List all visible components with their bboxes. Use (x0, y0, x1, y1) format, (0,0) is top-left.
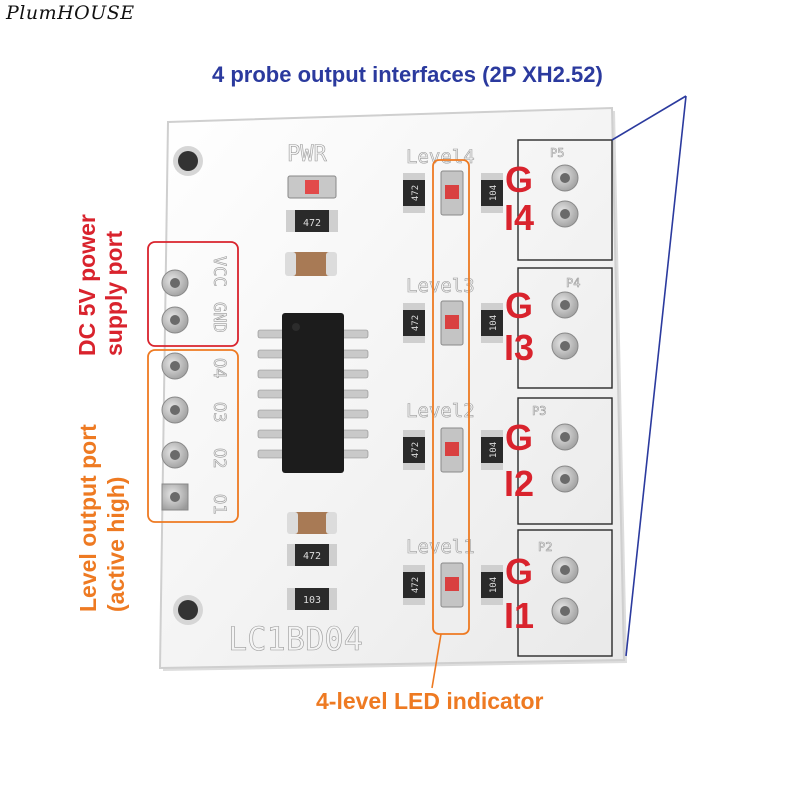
header-6pin (161, 269, 189, 511)
smd-resistor: 472 (403, 565, 425, 605)
smd-resistor: 103 (287, 588, 337, 610)
header-label-vcc: VCC (209, 256, 229, 287)
svg-text:472: 472 (411, 185, 421, 201)
ic-pin (257, 369, 285, 379)
power-port-highlight (147, 241, 239, 347)
svg-text:104: 104 (489, 577, 499, 593)
svg-text:472: 472 (411, 442, 421, 458)
level-output-caption: Level output port (active high) (75, 424, 129, 612)
svg-text:104: 104 (489, 442, 499, 458)
smd-resistor: 472 (403, 303, 425, 343)
ic-pin (341, 449, 369, 459)
smd-resistor: 104 (481, 173, 503, 213)
power-port-caption: DC 5V power supply port (74, 214, 127, 356)
probe-pin-i4: I4 (504, 197, 535, 238)
ic-pin (341, 329, 369, 339)
probe-interfaces-caption: 4 probe output interfaces (2P XH2.52) (212, 62, 603, 87)
smd-resistor: 472 (287, 544, 337, 566)
ic-pin (257, 429, 285, 439)
ic-pin (257, 389, 285, 399)
smd-resistor: 104 (481, 430, 503, 470)
svg-text:472: 472 (411, 577, 421, 593)
probe-bracket-line (625, 95, 687, 657)
ic-pin (341, 409, 369, 419)
ic-chip (257, 313, 369, 473)
smd-resistor: 472 (403, 430, 425, 470)
ic-pin (341, 369, 369, 379)
svg-text:472: 472 (303, 551, 321, 562)
level-row-4: Level4 (406, 146, 475, 169)
ic-pin (341, 349, 369, 359)
smd-resistor: 472 (403, 173, 425, 213)
mounting-hole (173, 595, 203, 625)
ic-pin (257, 409, 285, 419)
svg-text:104: 104 (489, 315, 499, 331)
probe-pin-g: G (505, 285, 534, 326)
level-row-3: Level3 (406, 275, 475, 298)
smd-capacitor (285, 252, 337, 276)
model-label: LC1BD04 (228, 620, 363, 658)
led-indicator-pointer (431, 633, 442, 689)
level-label: Level4 (406, 146, 475, 168)
mounting-hole (173, 146, 203, 176)
probe-connector-p2: P2 (517, 529, 613, 657)
svg-text:P5: P5 (550, 146, 564, 160)
svg-text:103: 103 (303, 595, 321, 606)
probe-bracket-line (611, 95, 687, 141)
probe-pin-i1: I1 (504, 595, 535, 636)
smd-resistor: 472 (286, 210, 338, 232)
smd-resistor: 104 (481, 565, 503, 605)
ic-pin (257, 329, 285, 339)
header-label-o3: O3 (209, 402, 229, 422)
level-label: Level2 (406, 400, 475, 422)
svg-text:P4: P4 (566, 276, 580, 290)
svg-text:P3: P3 (532, 404, 546, 418)
header-label-o2: O2 (209, 448, 229, 468)
pcb-board (158, 106, 627, 671)
pwr-label: PWR (287, 142, 327, 167)
level-led (440, 562, 464, 608)
probe-pin-g: G (505, 417, 534, 458)
led-indicator-caption: 4-level LED indicator (316, 688, 544, 714)
probe-pin-i3: I3 (504, 327, 535, 368)
level-row-1: Level1 (406, 536, 475, 559)
probe-connector-p5: P5 (517, 139, 613, 261)
header-label-o1: O1 (209, 494, 229, 514)
ic-pin (341, 389, 369, 399)
level-led (440, 427, 464, 473)
svg-text:472: 472 (303, 218, 321, 229)
svg-text:104: 104 (489, 185, 499, 201)
level-led (440, 300, 464, 346)
header-label-o4: O4 (209, 358, 229, 378)
level-row-2: Level2 (406, 400, 475, 423)
smd-resistor: 104 (481, 303, 503, 343)
level-label: Level3 (406, 275, 475, 297)
probe-pin-i2: I2 (504, 463, 535, 504)
ic-pin (341, 429, 369, 439)
probe-connector-p3: P3 (517, 397, 613, 525)
probe-pin-g: G (505, 551, 534, 592)
ic-pin (257, 349, 285, 359)
probe-pin-g: G (505, 159, 534, 200)
led-indicator-highlight (432, 159, 470, 635)
svg-text:472: 472 (411, 315, 421, 331)
watermark-text: PlumHOUSE (6, 2, 135, 24)
probe-connector-p4: P4 (517, 267, 613, 389)
level-output-highlight (147, 349, 239, 523)
header-label-gnd: GND (209, 302, 229, 333)
level-led (440, 170, 464, 216)
ic-pin (257, 449, 285, 459)
svg-text:P2: P2 (538, 540, 552, 554)
smd-capacitor (287, 512, 337, 534)
level-label: Level1 (406, 536, 475, 558)
pwr-led (287, 175, 337, 199)
